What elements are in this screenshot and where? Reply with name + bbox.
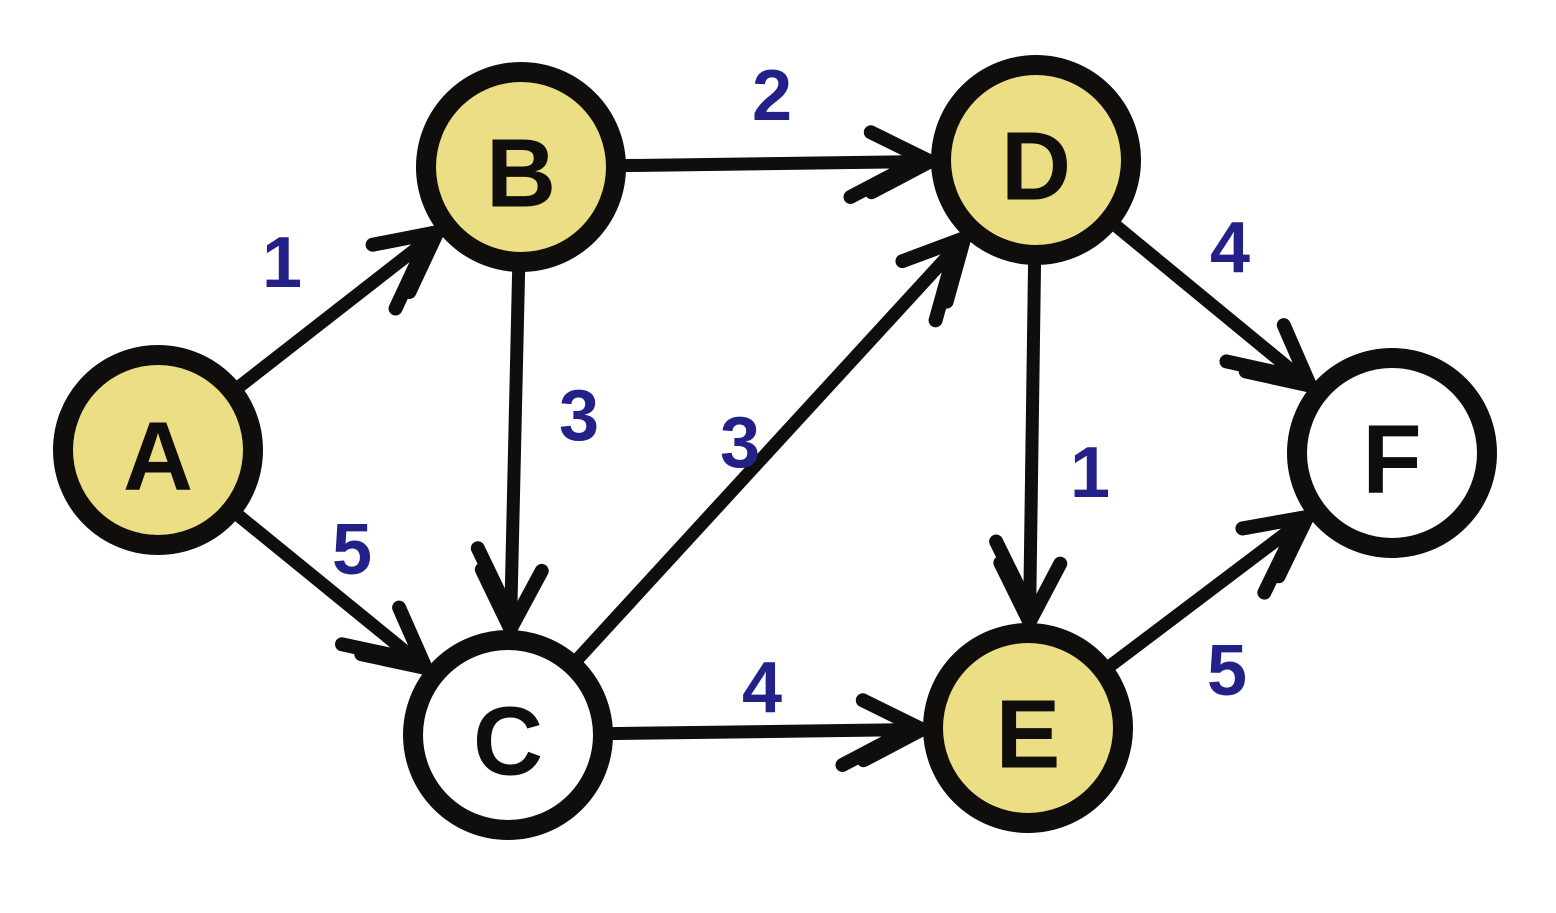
edge-D-E: 1	[989, 254, 1110, 630]
arrowhead-wing-B-C	[503, 563, 549, 637]
edge-line-A-C	[229, 507, 430, 673]
node-circle-C	[403, 630, 613, 840]
arrowhead-extra-stroke-A-C	[335, 637, 404, 664]
arrowhead-extra-stroke-B-D	[843, 163, 908, 204]
edge-line-B-C	[504, 261, 526, 632]
edge-A-B: 1	[231, 223, 445, 395]
node-circle-E	[923, 623, 1133, 833]
arrowhead-wing-B-D	[863, 125, 938, 169]
node-label-D: D	[1001, 112, 1071, 221]
arrowhead-wing-D-E	[1022, 556, 1068, 630]
edge-C-E: 4	[602, 648, 930, 772]
node-A: A	[53, 345, 263, 555]
arrowhead-wing-E-F	[1235, 509, 1315, 536]
edge-A-C: 5	[229, 507, 433, 676]
edge-line-E-F	[1102, 512, 1311, 674]
arrowhead-extra-stroke-E-F	[1257, 535, 1296, 600]
edge-weight-A-B: 1	[262, 223, 302, 303]
edge-weight-D-F: 4	[1210, 208, 1250, 288]
node-C: C	[403, 630, 613, 840]
edge-B-D: 2	[615, 56, 938, 204]
node-circle-D	[931, 55, 1141, 265]
edge-D-F: 4	[1107, 208, 1318, 393]
arrowhead-wing-D-F	[1276, 318, 1318, 393]
arrowhead-extra-stroke-B-C	[470, 541, 510, 606]
edge-weight-B-D: 2	[752, 56, 792, 136]
edge-weight-C-D: 3	[720, 403, 760, 483]
edge-line-C-E	[602, 722, 925, 741]
edge-weight-C-E: 4	[742, 648, 782, 728]
node-E: E	[923, 623, 1133, 833]
node-circle-A	[53, 345, 263, 555]
arrowhead-extra-stroke-C-E	[835, 731, 900, 772]
edge-line-D-E	[1023, 254, 1042, 625]
node-label-B: B	[486, 119, 556, 228]
edge-C-D: 3	[569, 231, 972, 668]
node-label-F: F	[1362, 405, 1421, 514]
edge-line-C-D	[569, 234, 969, 668]
node-circle-B	[416, 62, 626, 272]
arrowhead-extra-stroke-C-D	[928, 259, 958, 328]
arrowhead-wing-C-E	[855, 693, 930, 737]
edge-E-F: 5	[1102, 509, 1315, 711]
node-label-C: C	[473, 687, 543, 796]
edge-weight-D-E: 1	[1070, 433, 1110, 513]
edge-weight-E-F: 5	[1207, 631, 1247, 711]
node-D: D	[931, 55, 1141, 265]
node-label-A: A	[123, 402, 193, 511]
arrowhead-extra-stroke-A-B	[388, 250, 427, 316]
node-circle-F	[1287, 348, 1497, 558]
edge-line-D-F	[1107, 217, 1314, 390]
arrowhead-extra-stroke-D-E	[989, 534, 1028, 599]
node-label-E: E	[996, 680, 1061, 789]
arrowhead-wing-A-C	[392, 600, 433, 676]
edge-line-B-D	[615, 154, 933, 173]
arrowhead-extra-stroke-D-F	[1219, 354, 1289, 381]
node-B: B	[416, 62, 626, 272]
edge-line-A-B	[231, 228, 441, 395]
arrowhead-wing-A-B	[365, 225, 445, 252]
arrowhead-wing-C-D	[895, 231, 972, 269]
edge-weight-A-C: 5	[332, 510, 372, 590]
edge-weight-B-C: 3	[559, 376, 599, 456]
node-F: F	[1287, 348, 1497, 558]
edge-B-C: 3	[470, 261, 599, 637]
